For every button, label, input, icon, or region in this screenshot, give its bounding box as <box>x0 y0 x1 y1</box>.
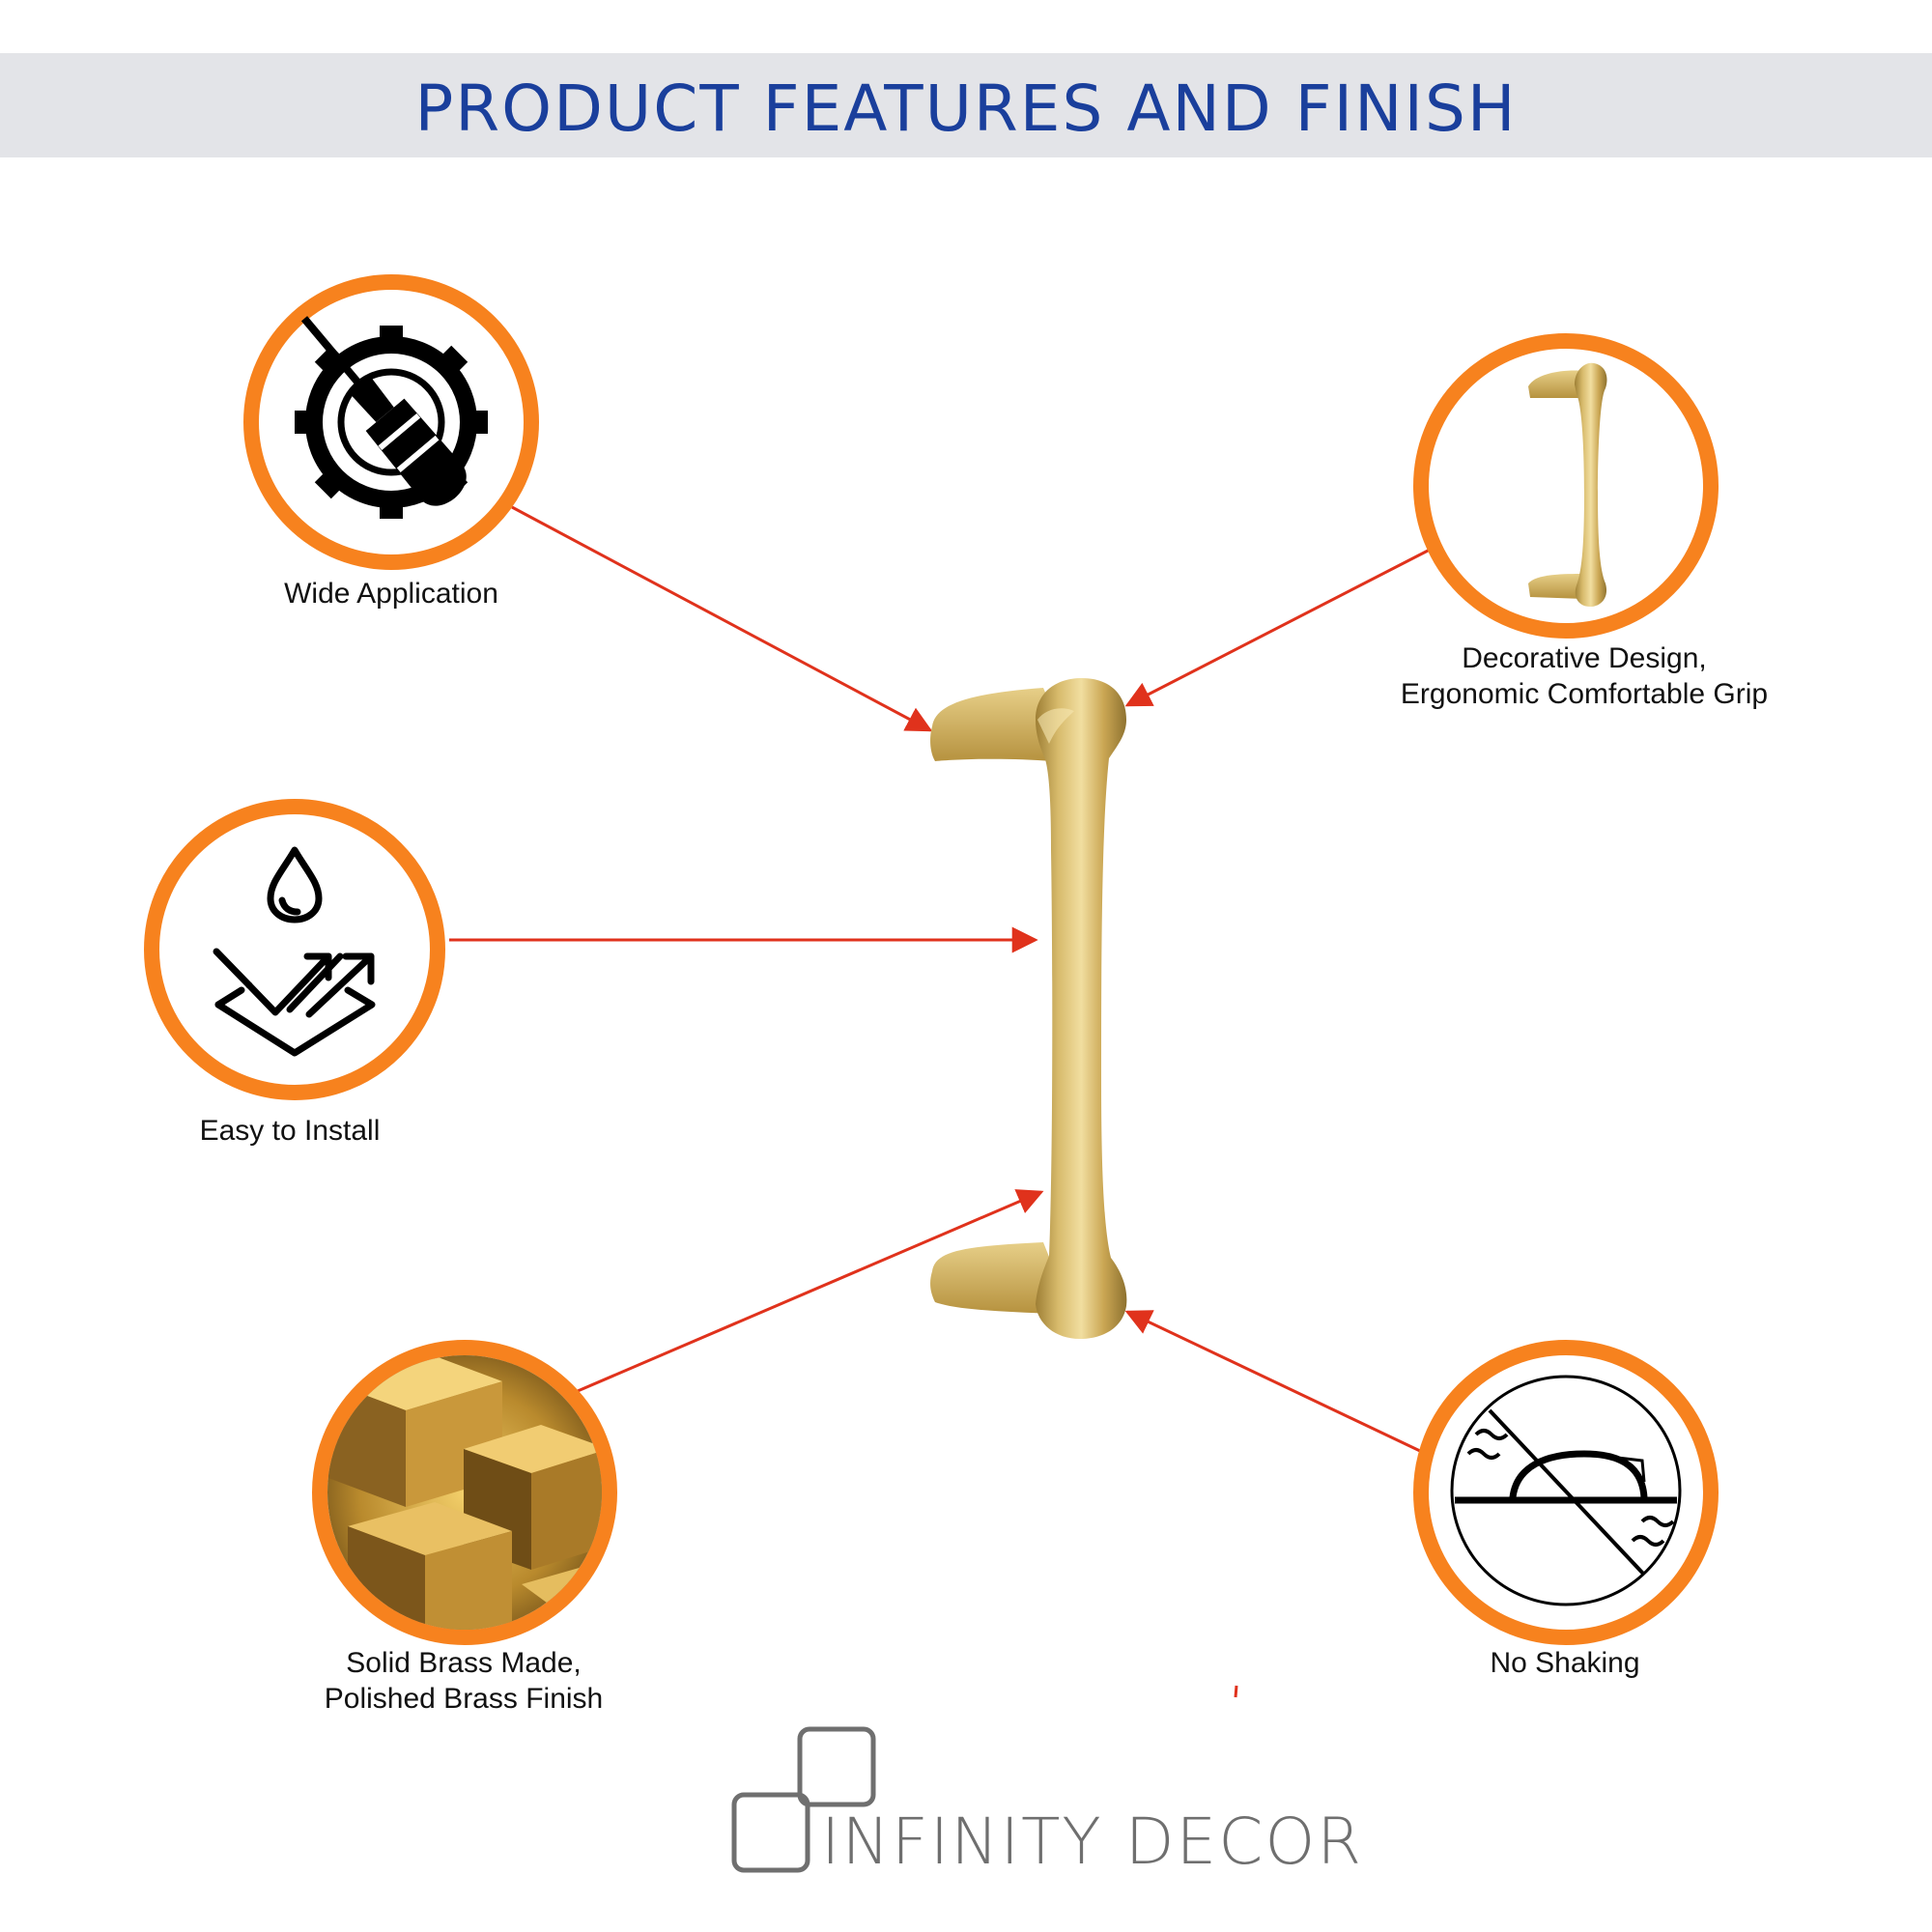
water-drop-layers-icon <box>213 846 376 1057</box>
feature-solid-brass <box>312 1340 617 1645</box>
caption-line: No Shaking <box>1490 1647 1640 1679</box>
feature-decorative-design <box>1413 333 1719 639</box>
brand-name: INFINITY DECOR <box>821 1804 1364 1879</box>
brand-logo-mark <box>731 1726 876 1873</box>
gear-screwdriver-icon <box>295 316 488 519</box>
feature-no-shaking <box>1413 1340 1719 1645</box>
page-title: PRODUCT FEATURES AND FINISH <box>414 71 1518 146</box>
feature-easy-install <box>144 799 445 1100</box>
caption-wide-application: Wide Application <box>246 576 536 611</box>
arrow-wide-application <box>511 505 933 732</box>
caption-no-shaking: No Shaking <box>1420 1645 1710 1681</box>
caption-line: Polished Brass Finish <box>324 1683 604 1715</box>
caption-line: Decorative Design, <box>1462 642 1707 674</box>
handle-thumbnail <box>1528 362 1607 607</box>
caption-line: Easy to Install <box>199 1115 381 1147</box>
arrow-no-shaking <box>1124 1310 1421 1453</box>
no-shaking-icon <box>1450 1375 1682 1606</box>
caption-line: Ergonomic Comfortable Grip <box>1400 678 1769 710</box>
caption-decorative-design: Decorative Design, Ergonomic Comfortable… <box>1352 640 1816 712</box>
caption-line: Solid Brass Made, <box>346 1647 582 1679</box>
caption-line: Wide Application <box>284 578 498 610</box>
feature-wide-application <box>243 274 539 570</box>
caption-easy-install: Easy to Install <box>145 1113 435 1149</box>
brass-handle-image <box>930 678 1127 1339</box>
arrow-solid-brass <box>577 1189 1044 1393</box>
header-band <box>0 53 1932 157</box>
caption-solid-brass: Solid Brass Made, Polished Brass Finish <box>280 1645 647 1717</box>
arrow-decorative-design <box>1124 547 1433 707</box>
